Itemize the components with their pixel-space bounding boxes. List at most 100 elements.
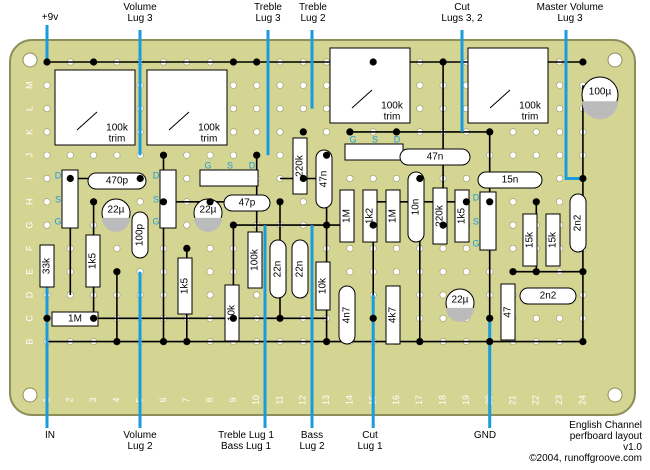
resistor-label: 4k7 [388, 307, 399, 324]
row-label: D [24, 291, 34, 298]
column-label: 14 [344, 395, 354, 405]
resistor-label: 1k2 [365, 208, 376, 225]
solder-junction [90, 58, 98, 66]
solder-junction [416, 174, 424, 183]
label-treble-lug2: Treble Lug 2 [299, 2, 327, 24]
cap-body [407, 171, 425, 243]
perf-hole [462, 244, 470, 252]
perf-hole [509, 151, 517, 159]
cap-body [569, 193, 587, 253]
resistor-1M-v: 1M [339, 189, 355, 243]
solder-junction [509, 268, 517, 276]
perf-hole [206, 244, 214, 252]
solder-junction [159, 338, 168, 346]
mounting-hole [22, 387, 38, 403]
perf-hole [439, 314, 447, 322]
cap-label: 2n2 [540, 291, 557, 302]
fet-pin-d: D [249, 160, 256, 170]
solder-junction [486, 128, 494, 136]
solder-junction [229, 58, 237, 66]
perf-hole [346, 268, 354, 276]
resistor-label: 220k [435, 204, 446, 227]
row-label: M [24, 82, 34, 90]
offboard-wires [45, 25, 583, 428]
solder-junction [276, 314, 284, 322]
resistor-100k: 100k [247, 231, 263, 289]
solder-junction [486, 338, 494, 346]
perf-hole [183, 151, 191, 159]
column-label: 21 [507, 395, 517, 405]
perf-hole [206, 151, 214, 159]
column-label: 11 [274, 395, 284, 404]
row-label: L [24, 106, 34, 111]
perf-hole [183, 221, 191, 229]
row-label: N [24, 59, 34, 66]
solder-junction [253, 58, 261, 66]
cap-label: 22n [273, 261, 284, 278]
electrolytic-100u: 100µ [581, 76, 619, 120]
column-label: 24 [577, 395, 587, 405]
solder-junction [229, 221, 237, 229]
resistor-label: 1M [68, 314, 82, 325]
trimpot-sub: trim [201, 134, 218, 145]
fet-pin-g: G [349, 134, 356, 144]
row-label: F [24, 245, 34, 251]
label-volume-lug3: Volume Lug 3 [123, 2, 157, 24]
perf-hole [43, 151, 51, 159]
row-label: J [24, 153, 34, 158]
credit-copyright: ©2004, runoffgroove.com [529, 453, 642, 464]
solder-junction [369, 314, 377, 322]
trimpot-wiper [351, 89, 373, 109]
perf-hole [276, 128, 284, 136]
cap-body [477, 171, 543, 189]
column-label: 22 [531, 395, 541, 405]
solder-junction [113, 338, 121, 346]
fet-body [479, 191, 497, 251]
resistor-label: 10k [227, 304, 238, 321]
perf-hole [462, 268, 470, 276]
fet-pin-g: G [204, 160, 211, 170]
resistor-body [385, 285, 401, 345]
resistor-1M-v2: 1M [385, 189, 401, 243]
solder-junction [159, 151, 168, 159]
label-cut-lug1: Cut Lug 1 [357, 430, 383, 452]
fet-body [159, 169, 177, 229]
solder-junction [276, 198, 284, 206]
cap-body [87, 172, 147, 190]
resistor-body [362, 189, 378, 243]
column-label: 10 [251, 395, 261, 405]
cap-label: 22n [295, 261, 306, 278]
perf-hole [556, 81, 564, 89]
fet-2: DSG [152, 169, 177, 229]
perf-hole [556, 198, 564, 206]
solder-junction [183, 338, 191, 346]
solder-junction [532, 268, 540, 276]
resistor-1k2: 1k2 [362, 189, 378, 243]
cap-label: 47p [239, 198, 256, 209]
electrolytic-label: 22µ [452, 295, 469, 306]
solder-junction [486, 198, 494, 206]
fet-pin-s: S [55, 194, 61, 204]
electrolytic-label: 22µ [108, 205, 125, 216]
perf-hole [556, 128, 564, 136]
cap-47n: 47n [399, 148, 471, 166]
cap-10n: 10n [407, 171, 425, 243]
perf-hole [556, 105, 564, 113]
perf-hole [439, 291, 447, 299]
perf-hole [532, 128, 540, 136]
solder-junction [369, 58, 377, 66]
cap-body [399, 148, 471, 166]
perf-hole [299, 198, 307, 206]
trimpot-body [54, 69, 136, 146]
resistor-10k-a: 10k [224, 284, 240, 342]
perf-hole [276, 151, 284, 159]
resistor-1M-h: 1M [51, 311, 99, 327]
column-label: 18 [437, 395, 447, 405]
perf-hole [346, 175, 354, 183]
perf-hole [253, 105, 261, 113]
label-cut-lugs32: Cut Lugs 3, 2 [441, 2, 483, 24]
perf-hole [392, 268, 400, 276]
resistor-body [224, 284, 240, 342]
resistor-1k5-b: 1k5 [177, 257, 193, 315]
